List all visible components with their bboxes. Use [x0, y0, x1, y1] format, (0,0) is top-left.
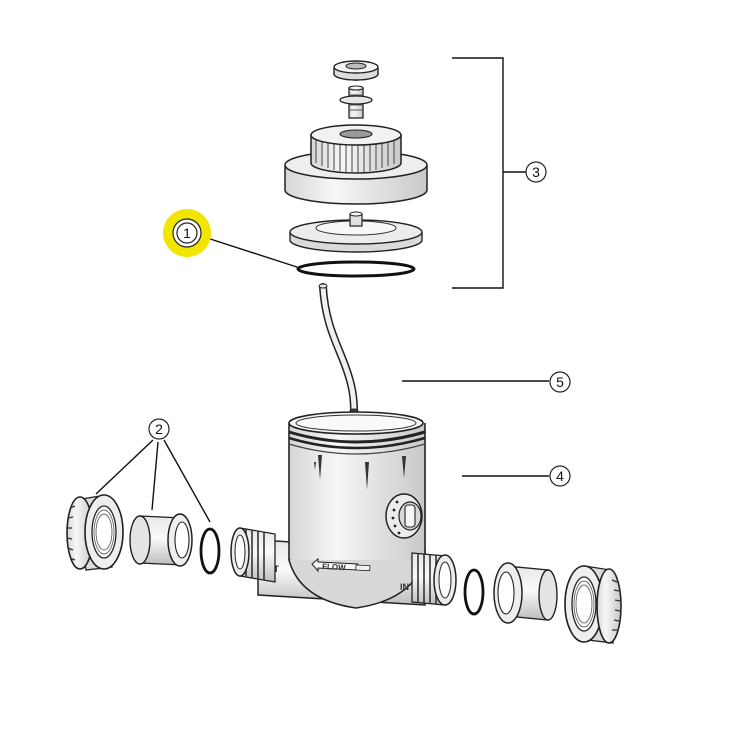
lid-assembly	[284, 60, 428, 253]
feed-tube	[318, 283, 359, 414]
left-union-o-ring	[199, 527, 221, 575]
leader-2b	[151, 441, 159, 511]
callout-5[interactable]: 5	[549, 371, 571, 393]
callout-3[interactable]: 3	[525, 161, 547, 183]
callout-4-number: 4	[556, 468, 564, 484]
left-union-tail	[129, 513, 193, 567]
out-threaded-end	[230, 527, 276, 583]
right-union-o-ring	[463, 568, 485, 616]
left-union-nut	[66, 494, 124, 571]
right-union-tail	[493, 562, 558, 624]
in-label: IN	[400, 582, 409, 592]
leader-2a	[95, 439, 154, 495]
lid-o-ring	[296, 260, 416, 278]
leader-2c	[163, 439, 211, 523]
lid-plate	[289, 211, 423, 253]
callout-1[interactable]: 1	[163, 209, 211, 257]
top-nut	[333, 60, 379, 81]
lid-cap	[284, 124, 428, 205]
callout-1-number: 1	[183, 225, 191, 241]
chlorinator-body: FLOW OUT IN	[230, 411, 457, 609]
flow-label: FLOW	[322, 562, 346, 572]
flow-arrow-marking: FLOW	[311, 557, 371, 573]
callout-4[interactable]: 4	[549, 465, 571, 487]
callout-2-number: 2	[155, 421, 163, 437]
assembly-bracket	[452, 57, 504, 289]
in-threaded-end	[411, 552, 457, 606]
valve-bolt	[339, 85, 373, 119]
callout-3-number: 3	[532, 164, 540, 180]
callout-2[interactable]: 2	[148, 418, 170, 440]
callout-5-number: 5	[556, 374, 564, 390]
leader-1	[200, 235, 301, 269]
leader-lines	[95, 57, 549, 523]
right-union-nut	[564, 565, 622, 644]
control-dial	[385, 493, 423, 539]
